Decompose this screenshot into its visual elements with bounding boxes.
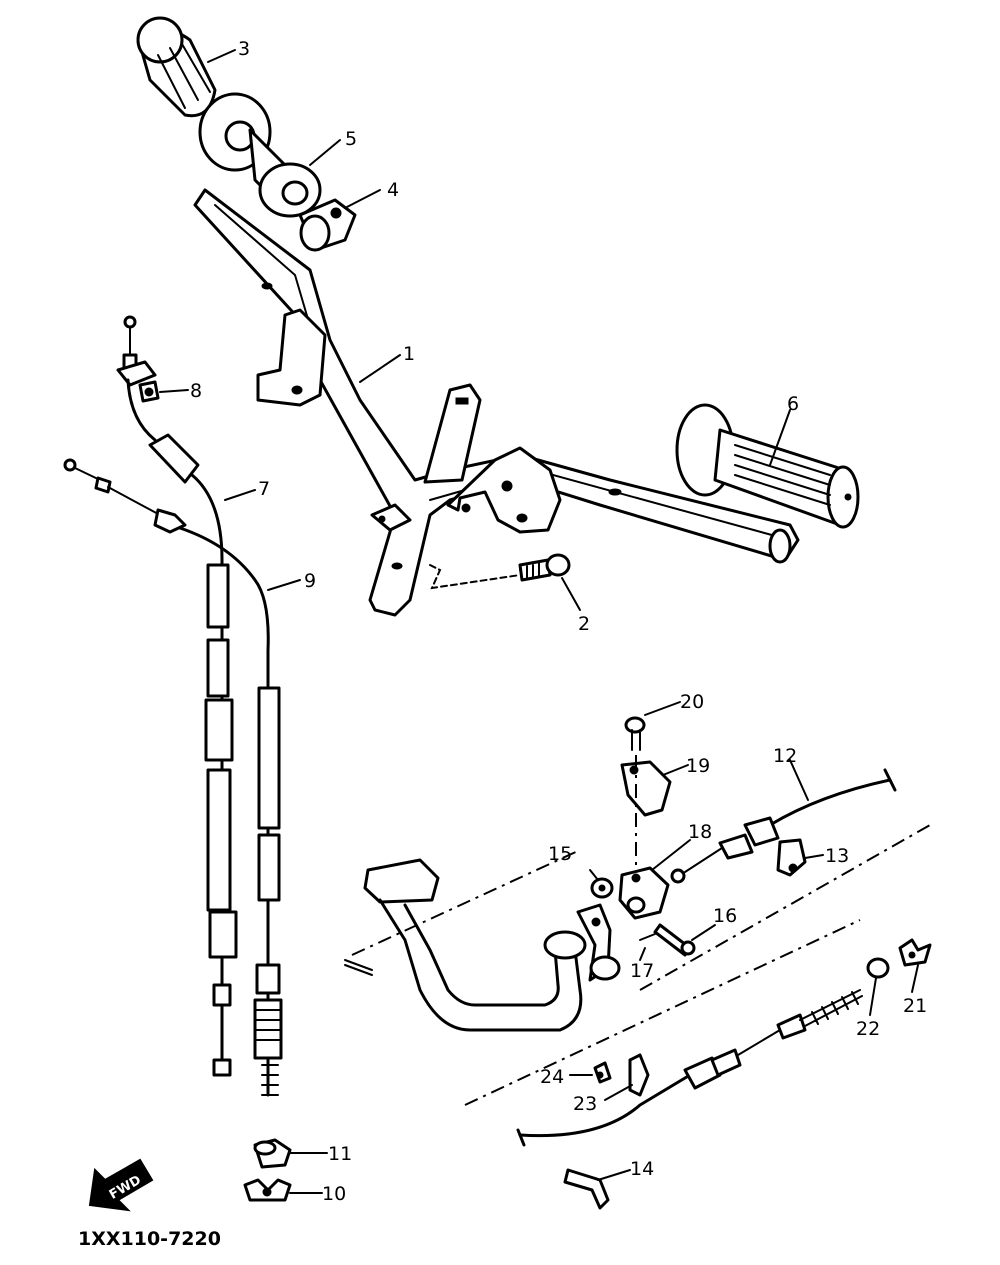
callout-1: 1	[403, 343, 415, 365]
part-right-grip	[675, 403, 860, 529]
part-nut-15	[590, 877, 614, 899]
part-brake-pedal	[344, 858, 621, 1032]
callout-4: 4	[387, 179, 399, 201]
callout-3: 3	[238, 38, 250, 60]
part-bracket-23	[628, 1053, 650, 1097]
callout-7: 7	[258, 478, 270, 500]
callout-18: 18	[688, 821, 712, 843]
callout-13: 13	[825, 845, 849, 867]
assembly-boundary	[351, 824, 931, 1106]
callout-15: 15	[548, 843, 572, 865]
callout-11: 11	[328, 1143, 352, 1165]
part-wing-nut-10	[243, 1178, 292, 1202]
callout-23: 23	[573, 1093, 597, 1115]
part-wing-nut-21	[898, 938, 932, 967]
part-cable-9	[63, 458, 283, 1097]
part-adjuster-11	[253, 1138, 292, 1169]
part-screw-8	[138, 380, 160, 403]
part-clamp-4	[298, 198, 357, 252]
part-bolt-2	[518, 553, 571, 582]
part-cotter-17	[639, 933, 656, 941]
part-pin-16	[653, 923, 696, 957]
part-handlebar	[193, 188, 800, 617]
callout-12: 12	[773, 745, 797, 767]
callout-21: 21	[903, 995, 927, 1017]
part-plate-19	[620, 760, 672, 817]
callout-16: 16	[713, 905, 737, 927]
part-clip-13	[776, 838, 807, 877]
callout-19: 19	[686, 755, 710, 777]
part-brake-cable-12	[670, 768, 897, 884]
callout-24: 24	[540, 1066, 564, 1088]
part-screw-20	[624, 716, 646, 870]
callout-22: 22	[856, 1018, 880, 1040]
part-bracket-18	[618, 866, 670, 920]
callout-10: 10	[322, 1183, 346, 1205]
callout-14: 14	[630, 1158, 654, 1180]
part-bolt-24	[593, 1061, 612, 1084]
callout-8: 8	[190, 380, 202, 402]
callout-9: 9	[304, 570, 316, 592]
part-adjuster-22	[866, 957, 890, 979]
leader-lines	[159, 49, 919, 1194]
callout-17: 17	[630, 960, 654, 982]
callout-labels: 3 5 4 1 6 8 7 9 2 20 19 12 18 15 13 16 1…	[190, 38, 927, 1205]
callout-6: 6	[787, 393, 799, 415]
fwd-direction-arrow: FWD	[88, 1158, 154, 1212]
part-throttle-cable-7	[116, 315, 238, 1077]
callout-2: 2	[578, 613, 590, 635]
callout-5: 5	[345, 128, 357, 150]
part-ring-5	[258, 162, 322, 218]
diagram-code: 1XX110-7220	[78, 1228, 221, 1250]
part-brake-cable-14	[516, 989, 863, 1210]
callout-20: 20	[680, 691, 704, 713]
